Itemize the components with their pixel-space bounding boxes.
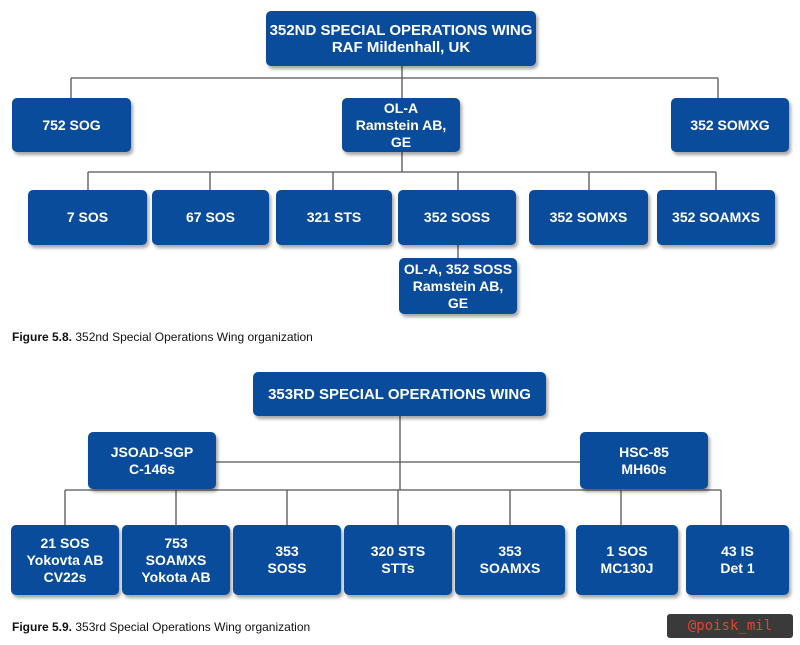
unit-7-sos-box: 7 SOS [28,190,147,245]
unit-line: SOAMXS [145,551,207,568]
unit-353-soamxs-box: 353 SOAMXS [455,525,565,595]
jsoad-aircraft: C-146s [129,460,175,477]
unit-line: 1 SOS [606,543,648,559]
unit-label: 7 SOS [66,209,109,225]
unit-label: 352 SOSS [423,209,491,225]
unit-label: 352 SOAMXS [672,209,760,225]
figure-5-8-caption: Figure 5.8. 352nd Special Operations Win… [12,330,313,344]
unit-label: 352 SOMXS [549,209,628,225]
hsc-title: HSC-85 [619,443,669,460]
wing-352-location: RAF Mildenhall, UK [331,38,471,56]
wing-353-title: 353RD SPECIAL OPERATIONS WING [268,385,531,403]
watermark: @poisk_mil [667,614,793,638]
caption-label: Figure 5.8. [12,330,73,344]
unit-353-soss-box: 353 SOSS [233,525,341,595]
unit-line: Yokota AB [141,568,211,585]
ola-soss-location: Ramstein AB, GE [412,277,504,311]
wing-353-box: 353RD SPECIAL OPERATIONS WING [253,372,546,416]
unit-line: 320 STS [370,543,426,559]
unit-line: 753 [164,534,188,551]
ola-box: OL-A Ramstein AB, GE [342,98,460,152]
unit-line: Det 1 [720,560,755,576]
unit-line: MC130J [600,560,654,576]
jsoad-title: JSOAD-SGP [110,443,194,460]
unit-line: 43 IS [721,543,754,559]
unit-321-sts-box: 321 STS [276,190,392,245]
unit-label: 67 SOS [185,209,236,225]
unit-352-soamxs-box: 352 SOAMXS [657,190,775,245]
sog-752-box: 752 SOG [12,98,131,152]
caption-text: 353rd Special Operations Wing organizati… [72,620,311,634]
somxg-352-label: 352 SOMXG [690,116,770,133]
unit-21-sos-box: 21 SOS Yokovta AB CV22s [11,525,119,595]
somxg-352-box: 352 SOMXG [671,98,789,152]
unit-line: 21 SOS [40,534,90,551]
sog-752-label: 752 SOG [42,116,101,133]
unit-43-is-box: 43 IS Det 1 [686,525,789,595]
unit-352-soss-box: 352 SOSS [398,190,516,245]
hsc-85-box: HSC-85 MH60s [580,432,708,489]
ola-352-soss-box: OL-A, 352 SOSS Ramstein AB, GE [399,258,517,314]
hsc-aircraft: MH60s [621,460,667,477]
ola-title: OL-A [383,99,419,116]
wing-352-box: 352ND SPECIAL OPERATIONS WING RAF Milden… [266,11,536,66]
unit-1-sos-box: 1 SOS MC130J [576,525,678,595]
ola-soss-title: OL-A, 352 SOSS [403,260,513,277]
unit-line: 353 [275,543,299,559]
unit-line: 353 [498,543,522,559]
unit-line: CV22s [43,568,87,585]
unit-label: 321 STS [306,209,362,225]
unit-352-somxs-box: 352 SOMXS [529,190,648,245]
caption-label: Figure 5.9. [12,620,73,634]
unit-67-sos-box: 67 SOS [152,190,269,245]
jsoad-box: JSOAD-SGP C-146s [88,432,216,489]
wing-352-title: 352ND SPECIAL OPERATIONS WING [269,21,533,39]
figure-5-9-caption: Figure 5.9. 353rd Special Operations Win… [12,620,310,634]
unit-line: SOAMXS [479,560,541,576]
unit-753-soamxs-box: 753 SOAMXS Yokota AB [122,525,230,595]
unit-320-sts-box: 320 STS STTs [344,525,452,595]
caption-text: 352nd Special Operations Wing organizati… [72,330,313,344]
unit-line: STTs [381,560,415,576]
unit-line: SOSS [267,560,307,576]
ola-location: Ramstein AB, GE [355,116,447,150]
unit-line: Yokovta AB [26,551,104,568]
